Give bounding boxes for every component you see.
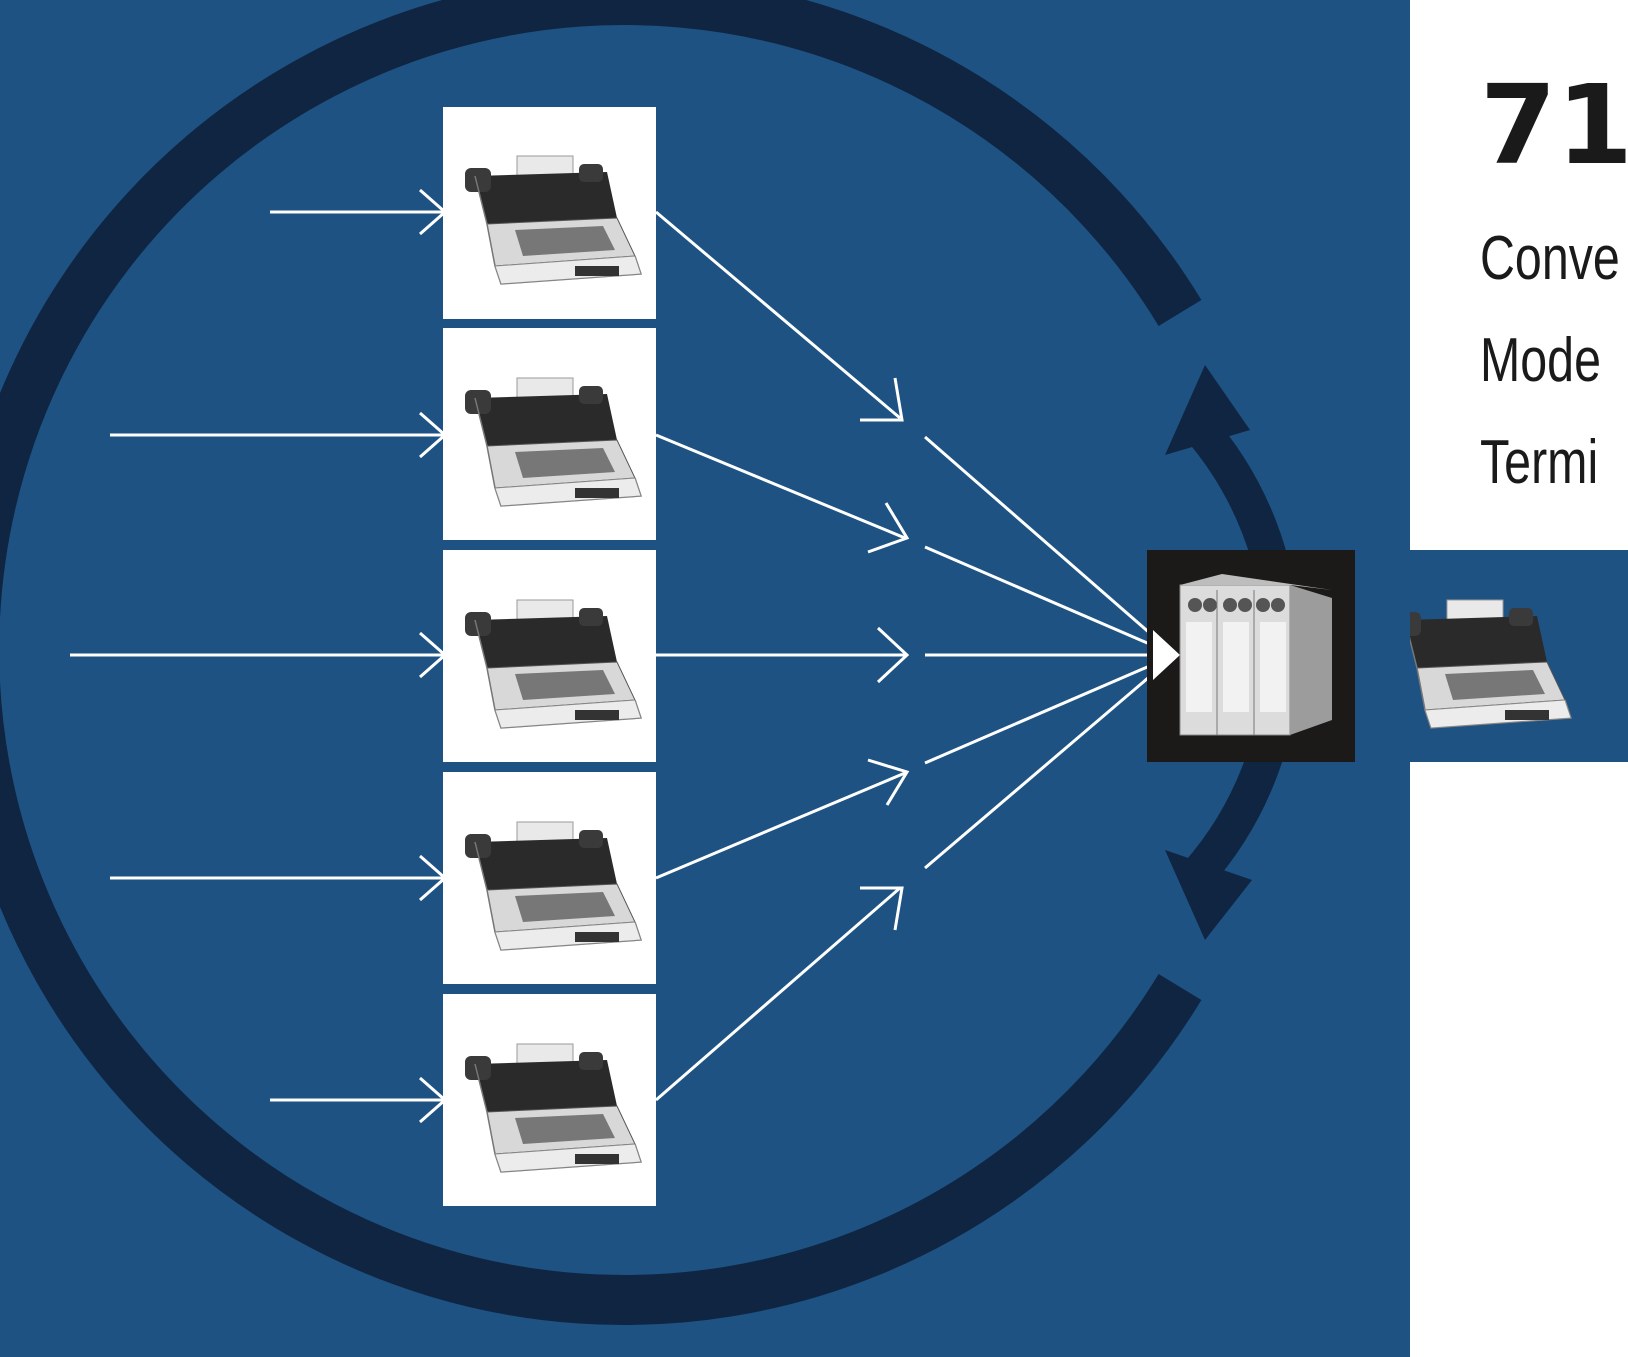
- terminal-strip: [1410, 550, 1628, 762]
- terminal-column: [443, 107, 656, 1206]
- loop-arrowhead-top: [1165, 365, 1250, 455]
- converging-arrows: [656, 212, 1175, 1100]
- title-block: 71 Conve Mode Termi: [1410, 0, 1628, 1357]
- subtitle-line-2: Mode: [1480, 330, 1601, 392]
- time-sharing-diagram: [0, 0, 1410, 1357]
- subtitle-line-3: Termi: [1480, 432, 1598, 494]
- input-arrows: [70, 190, 445, 1122]
- computer-box: [1147, 550, 1355, 762]
- subtitle-line-1: Conve: [1480, 228, 1620, 290]
- model-number: 71: [1480, 70, 1628, 180]
